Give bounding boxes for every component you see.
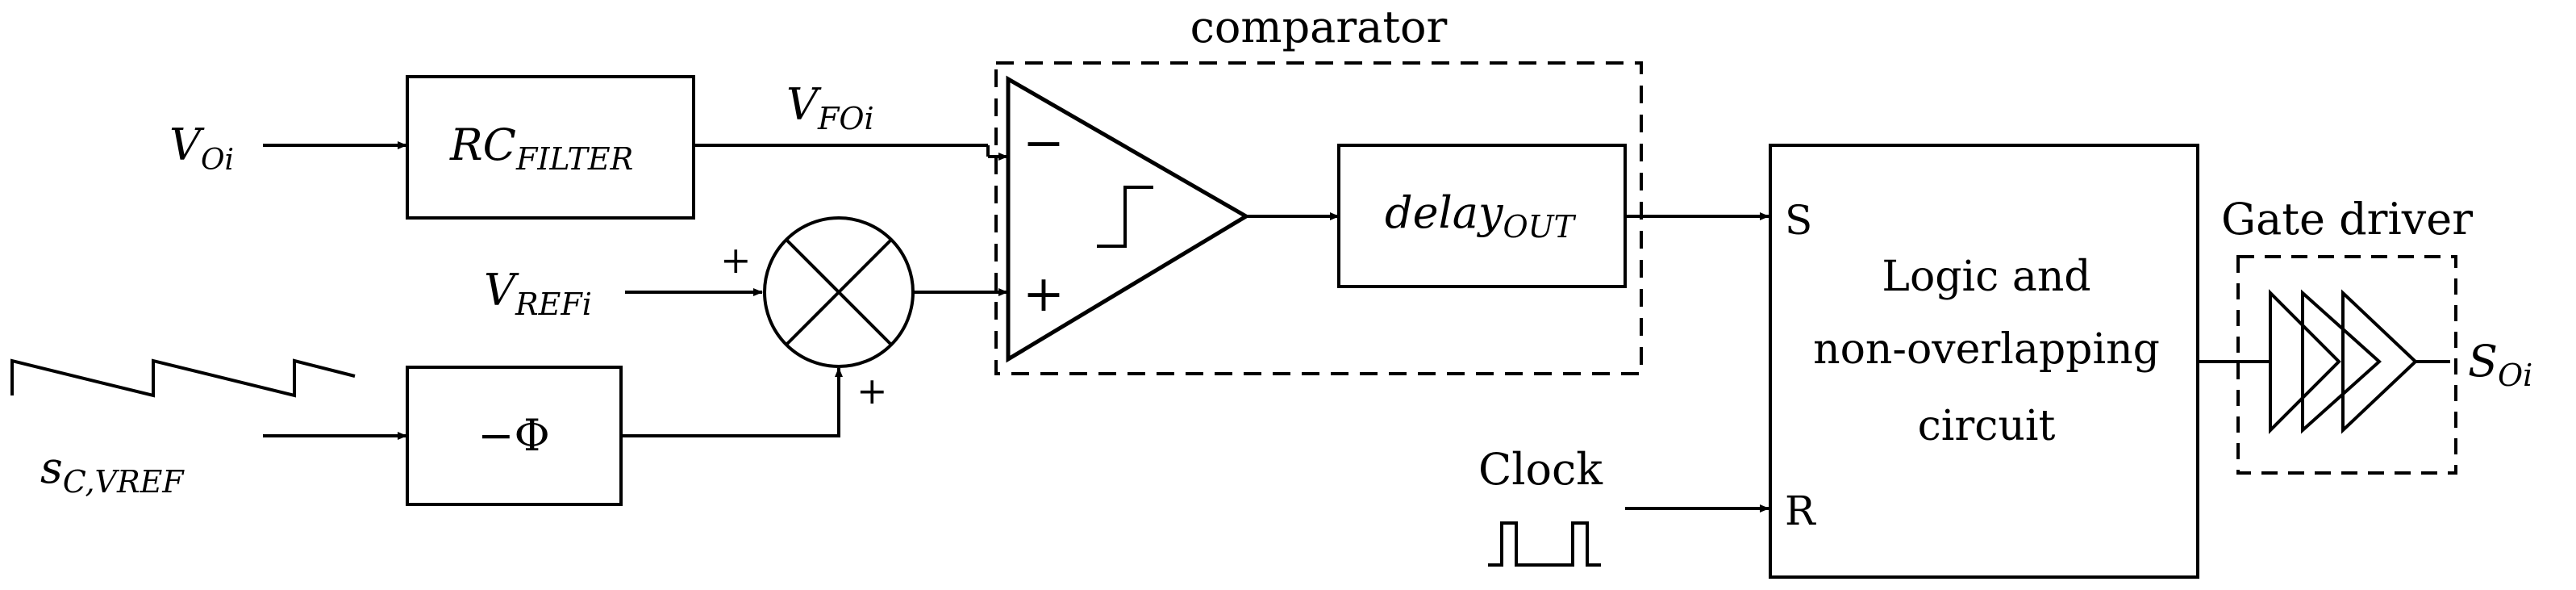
clock-label: Clock	[1478, 444, 1603, 495]
clock-wave-icon	[1488, 521, 1601, 567]
comparator-minus: −	[1023, 113, 1065, 172]
soi-label: SOi	[2468, 336, 2532, 393]
comparator-plus: +	[1023, 264, 1065, 323]
comparator-triangle	[1006, 75, 1250, 363]
delay-label: delayOUT	[1385, 187, 1577, 245]
sum-plus-bottom: +	[857, 369, 888, 412]
phase-shift-label: −Φ	[477, 410, 550, 461]
sawtooth-icon	[10, 358, 356, 398]
vfoi-label: VFOi	[786, 79, 874, 136]
rc-filter-label: RCFILTER	[449, 119, 633, 177]
step-icon	[1097, 186, 1153, 248]
comparator-group	[994, 61, 1643, 375]
sum-plus-top: +	[720, 238, 752, 282]
comparator-label: comparator	[1190, 2, 1448, 52]
vrefi-label: VREFi	[484, 265, 592, 322]
reset-port-label: R	[1785, 487, 1816, 534]
rc-filter-block	[406, 75, 695, 220]
summing-junction	[763, 216, 915, 368]
logic-label-line3: circuit	[1918, 402, 2056, 450]
gate-driver-buffers	[2269, 289, 2418, 434]
gate-driver-label: Gate driver	[2221, 194, 2473, 245]
voi-label: VOi	[169, 119, 234, 177]
logic-label-line1: Logic and	[1882, 253, 2090, 301]
logic-label-line2: non-overlapping	[1813, 325, 2160, 374]
phase-out-wire	[621, 367, 843, 437]
gate-driver-group	[2236, 255, 2457, 475]
set-port-label: S	[1785, 197, 1812, 244]
sc-vref-label: sC,VREF	[40, 442, 185, 500]
